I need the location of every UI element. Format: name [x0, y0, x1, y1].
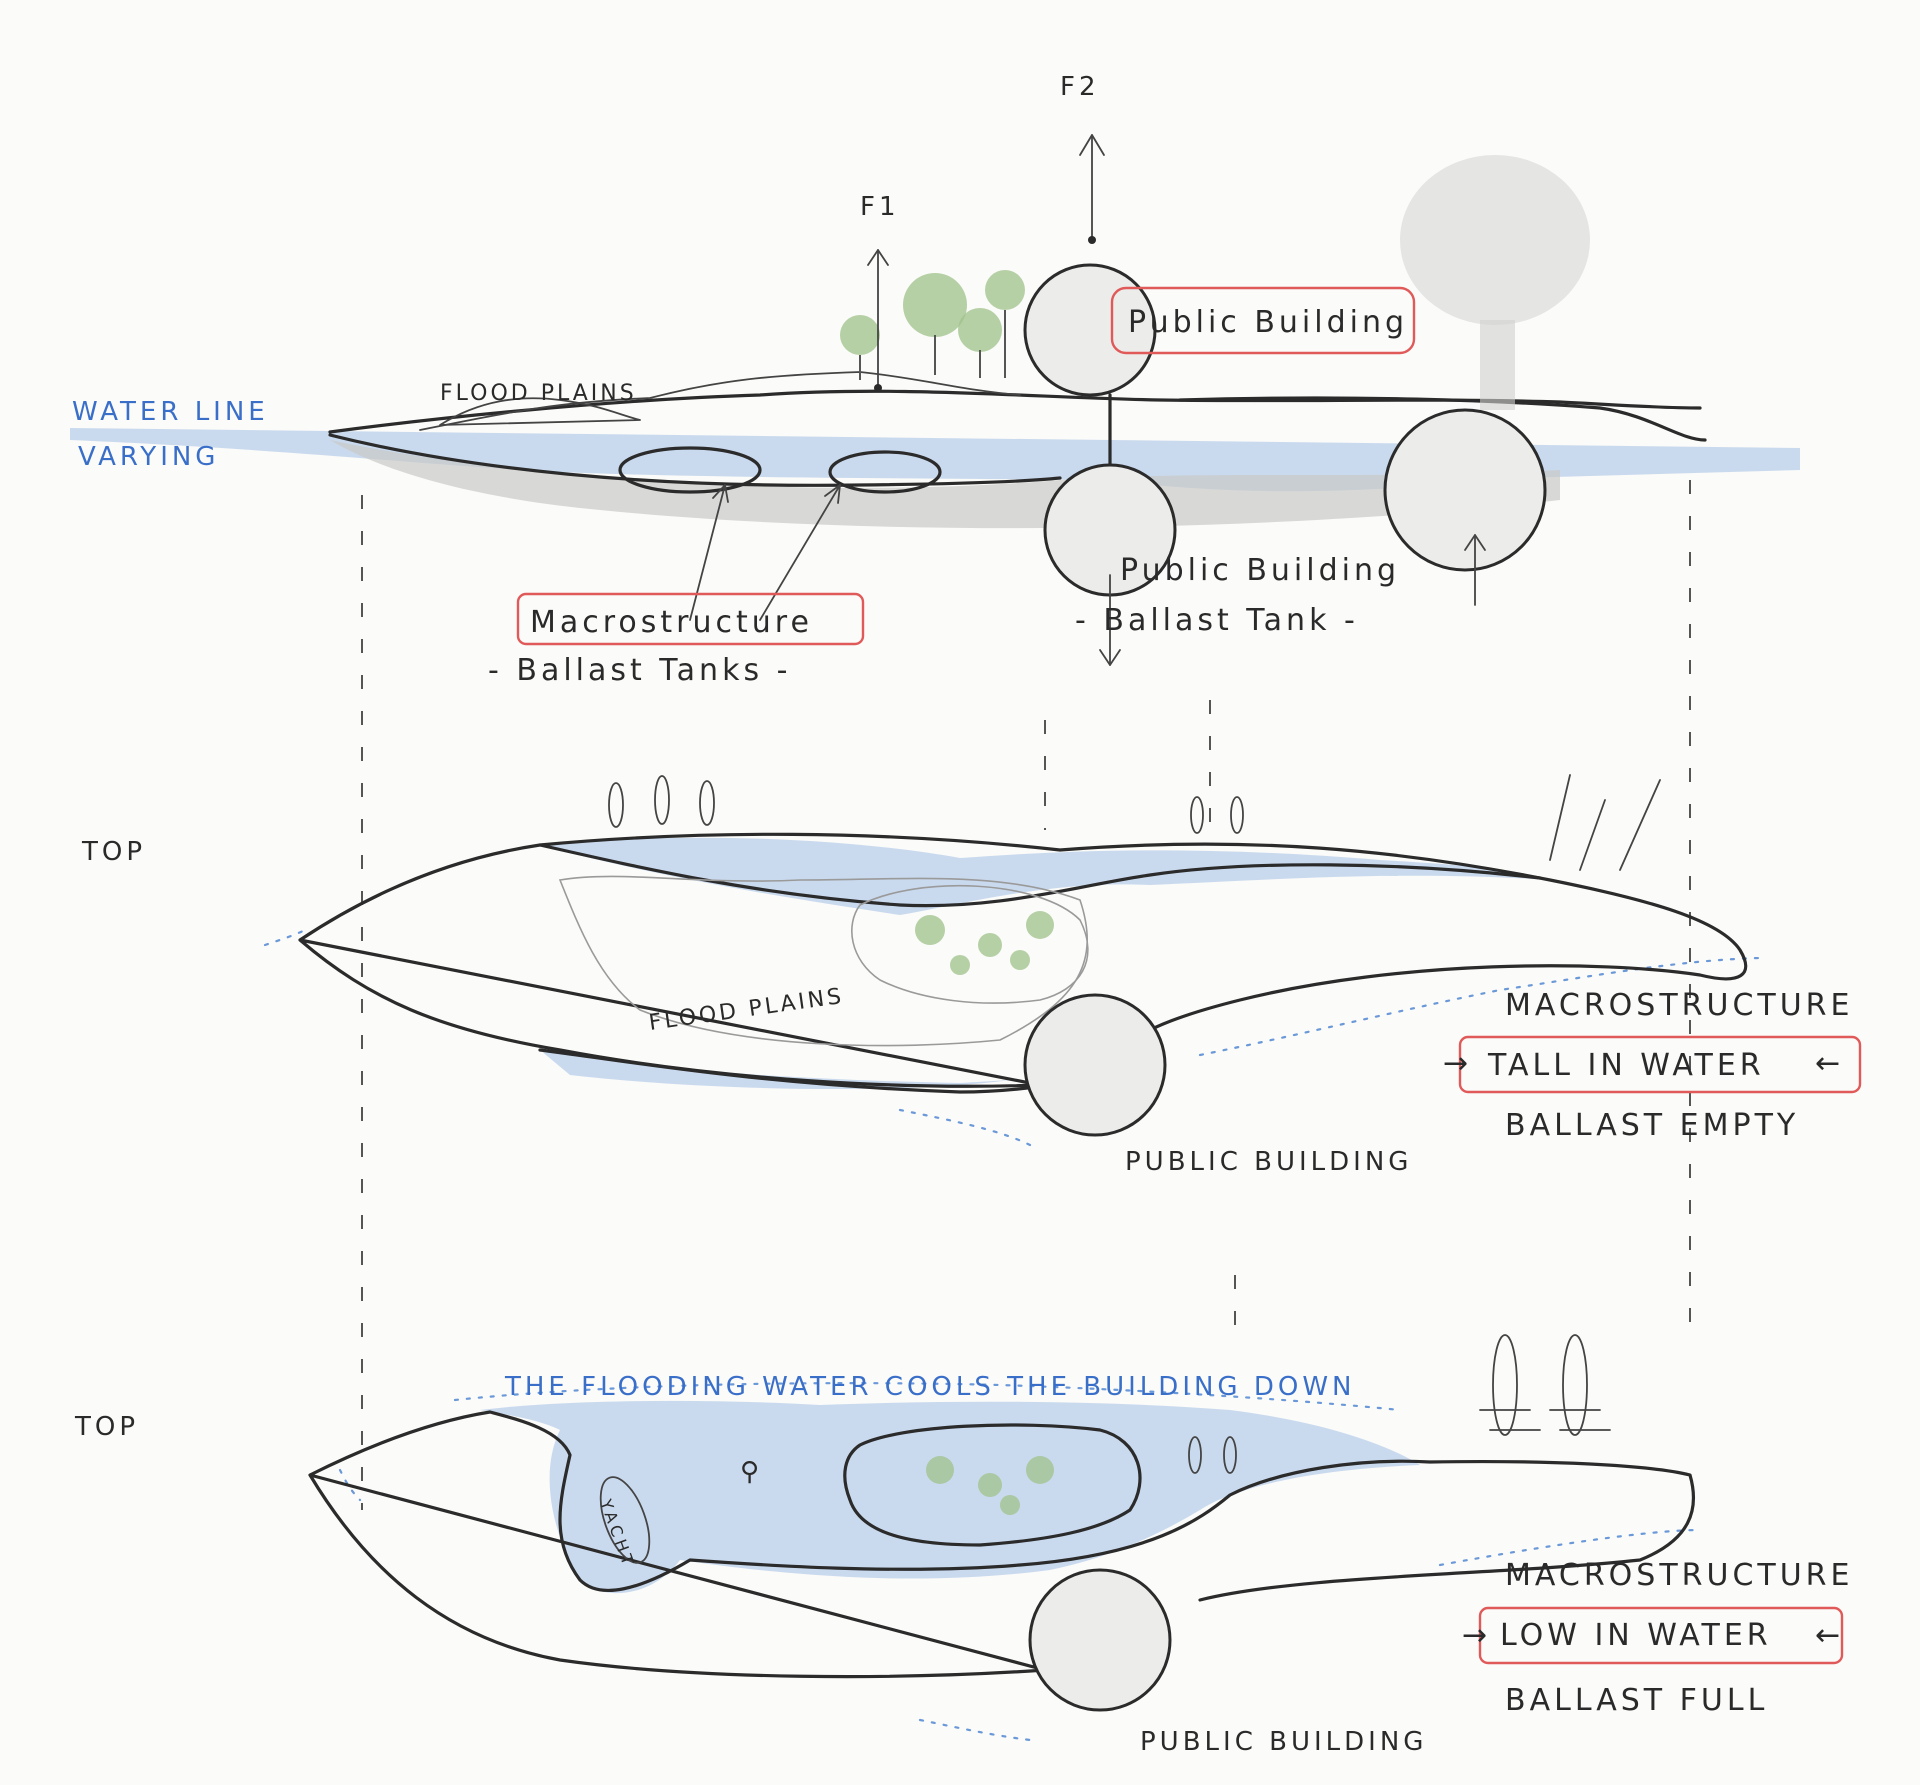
trees-icon: [840, 270, 1025, 380]
water-dots-bottom-2: [918, 1718, 1032, 1742]
plan1-lower-edge: [538, 1048, 1052, 1094]
plan1-state-arrow-right: ←: [1815, 1046, 1844, 1081]
plan1-flood-plains-area: [558, 875, 1088, 1047]
plan2-ballast-label: BALLAST FULL: [1505, 1683, 1768, 1718]
plan2-flood-water: [480, 1400, 1420, 1594]
section-flood-plains-label: FLOOD PLAINS: [440, 381, 637, 406]
section-view: F1 F2 WATER LINE VARYING FLOOD PLAINS Pu…: [70, 72, 1800, 688]
ballast-tank-right: [828, 450, 942, 494]
plan-view-low: ⚲ YACHT → ← TOP THE FLOODING WATER COOLS…: [74, 1334, 1854, 1757]
plan2-hull-outline: [308, 1410, 1696, 1679]
public-building-highlight: [1110, 286, 1416, 355]
plan1-public-building-sphere: [1023, 993, 1167, 1137]
plan2-state-arrow-right: ←: [1815, 1618, 1844, 1653]
ballast-tanks-label: - Ballast Tanks -: [488, 653, 791, 688]
force-f1-arrow-icon: [867, 249, 889, 392]
public-building-sphere: [1023, 263, 1157, 397]
force-f2-label: F2: [1060, 72, 1100, 102]
ballast-tank-label: - Ballast Tank -: [1075, 603, 1359, 638]
plan2-state-highlight: [1478, 1606, 1844, 1665]
plan2-boats-icon: ⚲: [740, 1334, 1611, 1487]
water-dots-top: [453, 1382, 1402, 1412]
water-line-label: WATER LINE: [72, 397, 269, 427]
plan2-public-building-label: PUBLIC BUILDING: [1140, 1727, 1427, 1757]
flood-plain-hatch: [439, 397, 641, 426]
ballast-sphere-right: [1383, 408, 1547, 572]
water-varying-label: VARYING: [78, 442, 219, 472]
force-f1-label: F1: [860, 192, 900, 222]
plan1-ballast-label: BALLAST EMPTY: [1505, 1108, 1799, 1143]
macrostructure-label: Macrostructure: [530, 605, 813, 640]
plan1-macrostructure-label: MACROSTRUCTURE: [1505, 988, 1854, 1023]
plan1-green-island: [851, 884, 1089, 1004]
hull-shading: [330, 440, 1560, 529]
ballast-tank-left: [618, 446, 762, 494]
plan2-top-label: TOP: [74, 1412, 139, 1442]
arrow-to-tank-left: [689, 484, 726, 621]
plan1-boats-icon: [608, 774, 1661, 871]
public-building-2-label: Public Building: [1120, 553, 1400, 588]
plan2-state-label: LOW IN WATER: [1500, 1618, 1772, 1653]
plan-view-tall: → ← TOP FLOOD PLAINS MACROSTRUCTURE TALL…: [81, 774, 1862, 1177]
plan2-note-label: THE FLOODING WATER COOLS THE BUILDING DO…: [504, 1372, 1356, 1402]
arrow-to-tank-right: [759, 484, 841, 621]
plan1-state-arrow-left: →: [1443, 1046, 1472, 1081]
plan1-vegetation-icon: [915, 911, 1054, 975]
plan1-state-highlight: [1458, 1035, 1862, 1094]
plan1-state-label: TALL IN WATER: [1487, 1048, 1765, 1083]
plan2-vegetation-icon: [926, 1456, 1054, 1515]
water-dots-left-2: [338, 1468, 362, 1502]
plan2-state-arrow-left: →: [1462, 1618, 1491, 1653]
section-ground-line: [419, 371, 1021, 431]
section-hull-outline: [328, 389, 1702, 434]
macrostructure-highlight: [516, 592, 865, 646]
force-f2-arrow-icon: [1079, 134, 1105, 244]
plan2-public-building-sphere: [1028, 1568, 1172, 1712]
section-underside: [328, 433, 1062, 487]
yacht-icon: [599, 1476, 651, 1564]
water-dots-left: [263, 928, 307, 947]
plan1-water-bottom: [540, 1050, 1010, 1090]
plan2-island-outline: [843, 1423, 1142, 1547]
plan1-top-label: TOP: [81, 837, 146, 867]
public-building-label: Public Building: [1128, 305, 1408, 340]
plan1-water-top: [540, 837, 1550, 915]
water-dots-bottom: [898, 1108, 1032, 1147]
section-right-slope: [1178, 396, 1707, 442]
faint-tree-icon: [1400, 155, 1590, 325]
faint-trunk: [1480, 320, 1515, 410]
water-dots-right-2: [1438, 1528, 1702, 1567]
plan2-macrostructure-label: MACROSTRUCTURE: [1505, 1558, 1854, 1593]
plan1-public-building-label: PUBLIC BUILDING: [1125, 1147, 1412, 1177]
anchor-icon: ⚲: [740, 1457, 763, 1487]
alignment-guides: [361, 480, 1691, 1510]
